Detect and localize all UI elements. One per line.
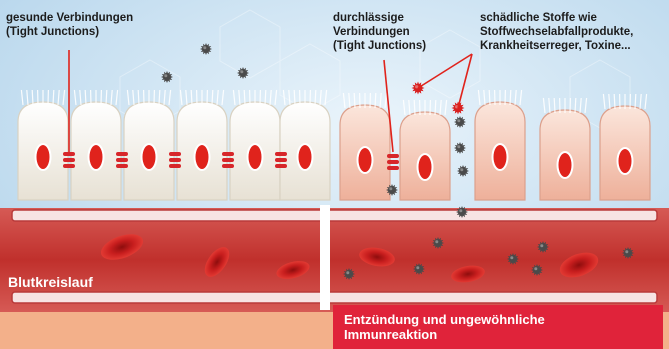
nucleus <box>298 144 313 170</box>
tight-junction-icon <box>116 152 128 168</box>
nucleus <box>142 144 157 170</box>
healthy-cell <box>18 90 68 200</box>
healthy-cell <box>71 90 121 200</box>
nucleus <box>36 144 51 170</box>
inflamed-cell <box>475 90 525 200</box>
nucleus <box>358 147 373 173</box>
nucleus <box>195 144 210 170</box>
label-healthy-junctions: gesunde Verbindungen (Tight Junctions) <box>6 11 206 39</box>
healthy-cell <box>124 90 174 200</box>
tight-junction-icon <box>222 152 234 168</box>
label-bloodstream: Blutkreislauf <box>8 274 93 290</box>
tight-junction-icon <box>169 152 181 168</box>
inflamed-cell <box>600 94 650 200</box>
nucleus <box>558 152 573 178</box>
healthy-cell <box>280 90 330 200</box>
nucleus <box>493 144 508 170</box>
nucleus <box>248 144 263 170</box>
label-inflammation-banner: Entzündung und ungewöhnliche Immunreakti… <box>344 312 662 342</box>
label-leaky-junctions: durchlässige Verbindungen (Tight Junctio… <box>333 11 453 53</box>
nucleus <box>89 144 104 170</box>
healthy-cell <box>177 90 227 200</box>
inflamed-cell <box>340 93 390 200</box>
nucleus <box>418 154 433 180</box>
nucleus <box>618 148 633 174</box>
tight-junction-icon <box>387 154 399 170</box>
tight-junction-icon <box>63 152 75 168</box>
healthy-cell <box>230 90 280 200</box>
tight-junction-icon <box>275 152 287 168</box>
label-harmful-substances: schädliche Stoffe wie Stoffwechselabfall… <box>480 11 665 53</box>
